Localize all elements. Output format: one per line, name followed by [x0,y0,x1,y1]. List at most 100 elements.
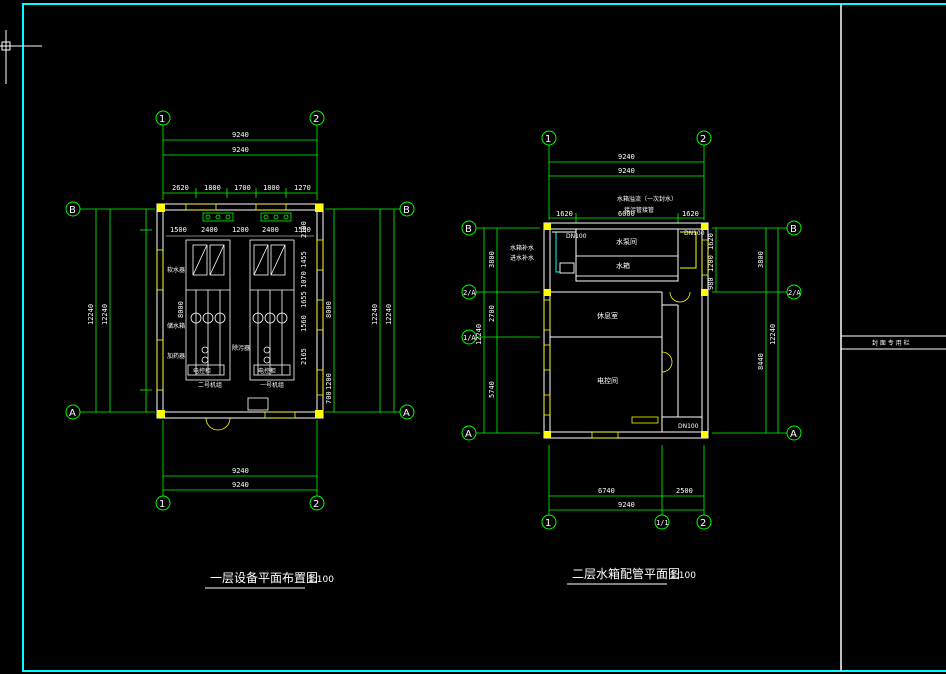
plan1-label-room1: 二号机组 [198,381,222,389]
plan2-axis-label-1a-bottom: 1/1 [656,519,669,527]
plan1-label-box2: 电控柜 [258,367,276,375]
plan1-dim-top-seg5: 1270 [294,184,311,192]
plan1-scale: 1:100 [308,575,334,585]
plan1-pump-units [202,212,292,222]
plan1-dim-ri-7: 700 [325,391,333,404]
plan1-dim-ri-3: 1070 [300,271,308,288]
plan1-label-box1: 电控柜 [193,367,211,375]
plan1-title: 一层设备平面布置图 [210,571,318,585]
plan1-dim-ri-6: 2165 [300,348,308,365]
plan1-axis-label-b-left: B [69,205,76,216]
plan1-dim-ri-8: 1200 [325,373,333,390]
plan2-room-water: 水泵间 [616,237,637,246]
plan2-dim-bottom-seg2: 2500 [676,487,693,495]
plan2-dim-top-seg2: 6000 [618,210,635,218]
cad-crosshair-cursor [0,30,42,84]
plan1-dim-right-total: 12240 [371,304,379,325]
plan1-inner-dim-2: 2400 [201,226,218,234]
plan1-dim-right-mid: 8000 [325,301,333,318]
plan2-doors [661,291,691,373]
plan1-windows [156,203,324,419]
plan1-equipment-rack-right [249,239,295,381]
plan2-water-tank [559,255,679,277]
plan1-dim-bottom-total1: 9240 [232,467,249,475]
plan2-axis-label-b-right: B [790,224,797,235]
plan2-axis-label-2-bottom: 2 [700,518,706,529]
plan1-inner-dim-3: 1200 [232,226,249,234]
plan2-pipe2: DN100 [684,230,705,237]
plan2-axis-label-1a-left: 1/A [463,334,476,342]
plan1-equipment-rack-left [185,239,231,381]
plan2-columns [544,223,708,438]
plan2-dim-right-seg1: 3800 [757,251,765,268]
plan1-axis-label-a-left: A [69,408,76,419]
plan1-axis-label-1-top: 1 [159,114,165,125]
plan1-dim-right-total-inner: 12240 [385,304,393,325]
plan2-dim-top-seg1: 1620 [556,210,573,218]
plan1-label-equip2: 储水箱 [167,322,185,330]
plan2-dim-top-total1: 9240 [618,153,635,161]
plan1-dim-top-seg3: 1700 [234,184,251,192]
plan2-dim-left-total: 12240 [475,324,483,345]
plan1-dim-ri-1: 2100 [300,221,308,238]
plan2-axis-label-1-bottom: 1 [545,518,551,529]
plan2-dim-top-total2: 9240 [618,167,635,175]
plan2-axis-label-2a-right: 2/A [788,289,801,297]
plan2-dim-left-seg2: 2700 [488,305,496,322]
plan2-axis-label-b-left: B [465,224,472,235]
plan2-pipes [552,231,697,273]
plan1-inner-dim-4: 2400 [262,226,279,234]
plan2-dim-left-seg1: 3800 [488,251,496,268]
plan1-dim-top-seg2: 1800 [204,184,221,192]
plan1-door [205,397,269,431]
plan1-dim-ri-2: 1455 [300,251,308,268]
plan1-label-equip1: 软水器 [167,266,185,274]
plan2-windows [543,239,709,439]
plan1-dim-top-seg4: 1800 [263,184,280,192]
plan2-axis-label-1-top: 1 [545,134,551,145]
plan2-axis-label-a-right: A [790,429,797,440]
plan1-dim-top-total1: 9240 [232,131,249,139]
plan1-inner-dim-5: 1500 [294,226,311,234]
plan2-room-rest: 休息室 [597,311,618,320]
plan1-dim-ri-5: 1560 [300,315,308,332]
plan2-room-control: 电控间 [597,376,618,385]
plan2-pipe1: DN100 [566,233,587,240]
titleblock-row-label: 封 面 专 用 栏 [872,339,910,347]
plan1-axis-label-2-top: 2 [313,114,319,125]
plan2-note3: 水箱补水 [510,244,534,252]
plan2-axis-label-a-left: A [465,429,472,440]
drawing-frame: 封 面 专 用 栏 [22,3,946,672]
plan2-dim-left-seg3: 5740 [488,381,496,398]
plan1-label-equip3: 加药器 [167,352,185,360]
plan1-dim-left-total: 12240 [87,304,95,325]
plan2-axis-label-2-top: 2 [700,134,706,145]
plan2-pipe3: DN100 [678,423,699,430]
plan2-dim-bottom-total: 9240 [618,501,635,509]
plan1-dim-left-total-inner: 12240 [101,304,109,325]
plan2-floor-plan: 1 2 1 1/1 2 B 2/A 1/A A B 2/A A [461,130,802,585]
plan2-note1: 水箱溢流（一次封水） [617,195,677,203]
plan2-note4: 进水补水 [510,254,534,262]
plan2-dim-right-total: 12240 [769,324,777,345]
plan2-dim-right-inner3: 980 [707,277,715,290]
plan1-dim-left-mid: 8000 [177,301,185,318]
plan1-axis-label-1-bottom: 1 [159,499,165,510]
plan2-dim-right-inner1: 1620 [707,233,715,250]
plan2-room-tank: 水箱 [616,261,630,270]
plan1-label-room2: 一号机组 [260,381,284,389]
plan1-inner-dim-1: 1500 [170,226,187,234]
plan1-columns [157,204,323,418]
plan2-building-walls [543,222,709,439]
plan1-axis-label-2-bottom: 2 [313,499,319,510]
plan1-dim-top-seg1: 2620 [172,184,189,192]
plan2-dim-right-seg2: 8440 [757,353,765,370]
plan2-axis-label-2a-left: 2/A [463,289,476,297]
plan1-dim-bottom-total2: 9240 [232,481,249,489]
plan2-dim-bottom-seg1: 6740 [598,487,615,495]
plan2-dim-top-seg3: 1620 [682,210,699,218]
plan1-dim-ri-4: 1655 [300,291,308,308]
plan1-label-equip4: 除污器 [232,344,250,352]
plan1-axis-label-a-right: A [403,408,410,419]
